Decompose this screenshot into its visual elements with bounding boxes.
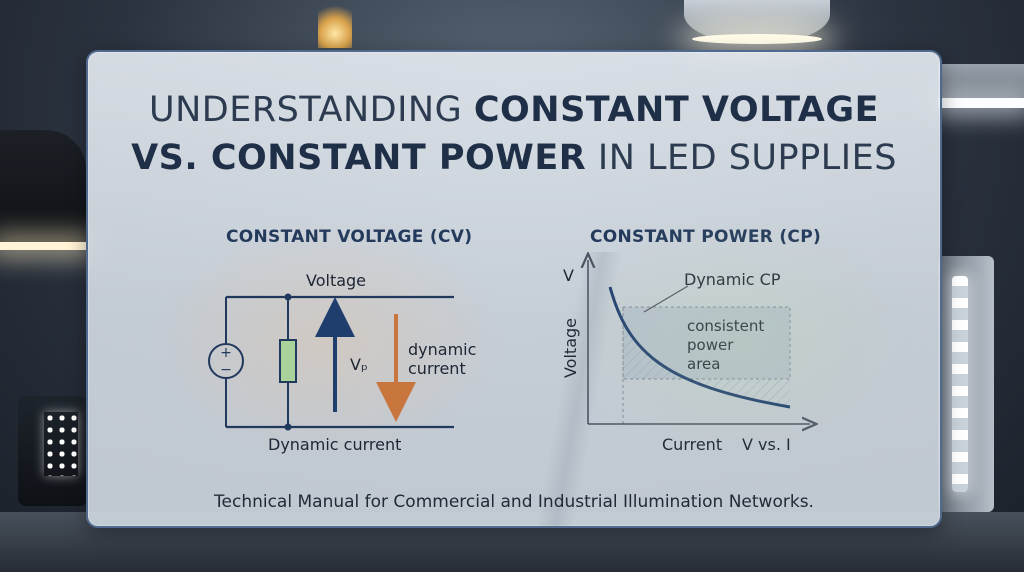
title-suffix: IN LED SUPPLIES — [586, 138, 897, 178]
footer-caption: Technical Manual for Commercial and Indu… — [214, 492, 814, 512]
cp-graph: V Voltage Dynamic CP consistent power ar… — [561, 260, 810, 454]
curve-leader-line — [643, 285, 689, 313]
wall-pendant-lamp — [0, 130, 86, 250]
led-flood-light — [18, 396, 88, 506]
area-label-1: consistent — [687, 317, 764, 335]
cp-curve — [608, 286, 791, 409]
y-axis-label: Voltage — [561, 318, 580, 378]
constant-power-area — [623, 307, 790, 379]
area-label-2: power — [687, 336, 734, 354]
title-prefix: UNDERSTANDING — [148, 90, 474, 130]
x-axis-label: Current — [662, 435, 722, 454]
title-line-1: UNDERSTANDING CONSTANT VOLTAGE — [88, 90, 940, 130]
cv-dynamic-label-2: current — [408, 359, 466, 378]
cv-dynamic-label-1: dynamic — [408, 340, 476, 359]
cv-vp-label: Vₚ — [350, 355, 368, 374]
info-panel: UNDERSTANDING CONSTANT VOLTAGE VS. CONST… — [86, 50, 942, 528]
linear-light-fixture — [938, 64, 1024, 108]
source-minus: − — [220, 362, 232, 378]
title-bold-cp: VS. CONSTANT POWER — [131, 138, 587, 178]
hatched-area — [610, 287, 790, 407]
diagrams-svg: + − Voltage Vₚ dynamic current Dynamic c… — [208, 52, 940, 454]
cv-voltage-label: Voltage — [306, 271, 366, 290]
voltage-source-icon — [208, 343, 244, 379]
y-axis-letter: V — [563, 266, 574, 285]
x-axis-caption: V vs. I — [742, 435, 791, 454]
cv-circuit: + − Voltage Vₚ dynamic current Dynamic c… — [208, 271, 476, 454]
area-outline — [622, 306, 791, 380]
source-plus: + — [220, 345, 232, 361]
ceiling-bulb — [318, 0, 352, 48]
cp-heading: CONSTANT POWER (CP) — [590, 227, 822, 247]
title-bold-cv: CONSTANT VOLTAGE — [473, 90, 880, 130]
title-line-2: VS. CONSTANT POWER IN LED SUPPLIES — [88, 138, 940, 178]
cv-heading: CONSTANT VOLTAGE (CV) — [226, 227, 473, 247]
cv-bottom-label: Dynamic current — [268, 435, 401, 454]
curve-label: Dynamic CP — [684, 270, 781, 289]
led-bar-fixture — [938, 256, 994, 512]
resistor-icon — [279, 339, 297, 383]
area-label-3: area — [687, 355, 720, 373]
ceiling-pendant-lamp — [684, 0, 830, 44]
